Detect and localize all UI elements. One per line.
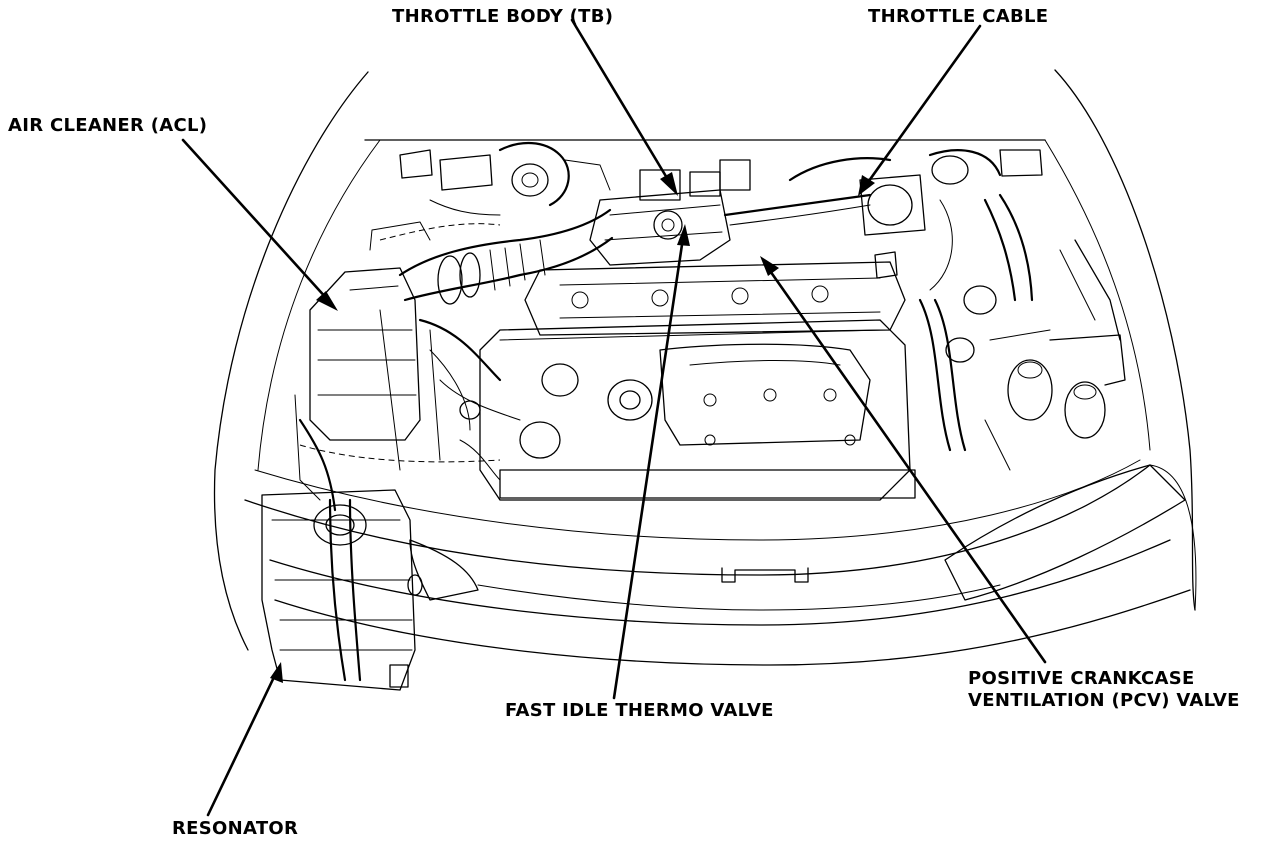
right-side-components [918, 239, 1126, 471]
left-side-wiring [299, 309, 521, 481]
pointer-fast-idle-thermo-valve [612, 236, 685, 700]
engine-block [479, 261, 916, 501]
intake-duct [398, 208, 614, 305]
pointer-air-cleaner [181, 138, 330, 302]
label-pcv-valve: POSITIVE CRANKCASE VENTILATION (PCV) VAL… [968, 668, 1240, 712]
hoses-upper-left [369, 141, 611, 251]
car-body-outline [213, 69, 1197, 666]
pointer-throttle-body [570, 18, 672, 185]
pointer-throttle-cable [864, 24, 982, 187]
pointer-resonator [206, 673, 277, 817]
pointer-arrows [181, 18, 1047, 817]
label-pcv-line-1: POSITIVE CRANKCASE [968, 668, 1195, 689]
air-cleaner-housing [294, 267, 421, 546]
label-air-cleaner: AIR CLEANER (ACL) [8, 115, 208, 136]
pointer-pcv-valve [766, 266, 1047, 664]
label-throttle-body: THROTTLE BODY (TB) [392, 6, 614, 27]
label-pcv-line-2: VENTILATION (PCV) VALVE [968, 690, 1240, 711]
intake-manifold [589, 159, 872, 266]
label-throttle-cable: THROTTLE CABLE [868, 6, 1049, 27]
resonator-box [261, 489, 423, 691]
label-fast-idle-thermo-valve: FAST IDLE THERMO VALVE [505, 700, 774, 721]
label-resonator: RESONATOR [172, 818, 299, 839]
hoses-upper-right [788, 149, 1043, 302]
